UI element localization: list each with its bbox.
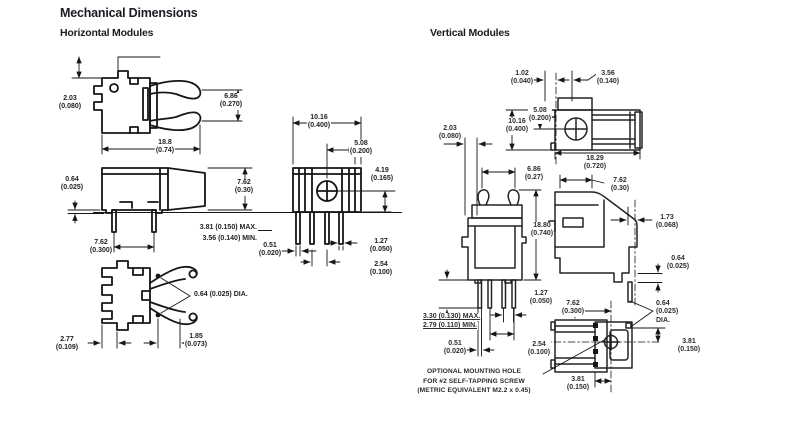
vertical-side-view-drawing (548, 174, 663, 308)
section-title-horizontal: Horizontal Modules (60, 27, 154, 39)
dim-v-body-width: 18.29(0.720) (582, 155, 608, 172)
section-title-vertical: Vertical Modules (430, 27, 510, 39)
dim-v-hole-diameter: 0.64(0.025)DIA. (655, 300, 680, 325)
mounting-hole-note: OPTIONAL MOUNTING HOLE FOR #2 SELF-TAPPI… (404, 367, 544, 396)
dim-h-front-half-width: 5.08(0.200) (348, 140, 374, 157)
vertical-top-view-drawing (443, 70, 643, 216)
dim-h-pin-pitch-2: 2.54(0.100) (368, 261, 394, 278)
dim-v-hole-spacing: 7.62(0.300) (560, 300, 586, 317)
page-title: Mechanical Dimensions (60, 6, 198, 20)
dim-v-pin-length-min: 2.79 (0.110) MIN. (422, 322, 479, 331)
dim-h-body-length: 18.8(0.74) (154, 139, 176, 156)
seating-plane-line (93, 212, 402, 213)
dim-v-hood-width: 7.62(0.30) (609, 177, 631, 194)
dim-h-pin-length-max: 3.81 (0.150) MAX. (198, 224, 258, 233)
note-line-2: FOR #2 SELF-TAPPING SCREW (423, 377, 525, 385)
dim-v-key-offset: 2.03(0.080) (437, 125, 463, 142)
dim-h-top-height: 2.03(0.080) (57, 95, 83, 112)
dim-h-hole-diameter: 0.64 (0.025) DIA. (193, 291, 249, 300)
dim-h-pin-spacing: 7.62(0.300) (88, 239, 114, 256)
dim-v-half-depth: 5.08(0.200) (527, 107, 553, 124)
dim-h-clip-width: 6.86(0.270) (218, 93, 244, 110)
horizontal-top-view-drawing (71, 56, 243, 155)
horizontal-bottom-view-drawing (87, 260, 198, 349)
horizontal-side-view-drawing (67, 167, 253, 253)
dim-v-pin-width: 0.51(0.020) (442, 340, 468, 357)
dim-v-tab-width: 1.73(0.068) (654, 214, 680, 231)
dim-h-body-height: 7.62(0.30) (233, 179, 255, 196)
dim-h-edge-offset: 2.77(0.109) (54, 336, 80, 353)
dim-h-front-width: 10.16(0.400) (306, 114, 332, 131)
dim-v-pin-pitch-2: 2.54(0.100) (526, 341, 552, 358)
dim-v-hole-offset-side: 3.81(0.150) (676, 338, 702, 355)
dim-h-pin-pitch-1: 1.27(0.050) (368, 238, 394, 255)
dim-v-depth: 10.16(0.400) (504, 118, 530, 135)
note-line-1: OPTIONAL MOUNTING HOLE (426, 368, 522, 375)
dim-v-port-offset: 3.56(0.140) (595, 70, 621, 87)
dim-h-lens-offset: 4.19(0.165) (369, 167, 395, 184)
dim-v-standoff: 0.64(0.025) (665, 255, 691, 272)
dim-h-hole-offset: 1.85(0.073) (183, 333, 209, 350)
dim-v-clip-width: 6.86(0.27) (523, 166, 545, 183)
dim-h-pin-length-min: 3.56 (0.140) MIN. (201, 235, 258, 244)
dim-v-body-height: 18.80(0.740) (529, 222, 555, 239)
dim-v-pin-pitch-1: 1.27(0.050) (528, 290, 554, 307)
dim-h-standoff: 0.64(0.025) (59, 176, 85, 193)
dim-v-pin-length-max: 3.30 (0.130) MAX. (422, 313, 482, 322)
dim-v-tab-offset: 1.02(0.040) (509, 70, 535, 87)
note-line-3: (METRIC EQUIVALENT M2.2 x 0.45) (417, 387, 531, 395)
dim-h-pin-width: 0.51(0.020) (257, 242, 283, 259)
dim-v-hole-offset-bottom: 3.81(0.150) (565, 376, 591, 393)
pin-length-leader-line (258, 230, 272, 231)
